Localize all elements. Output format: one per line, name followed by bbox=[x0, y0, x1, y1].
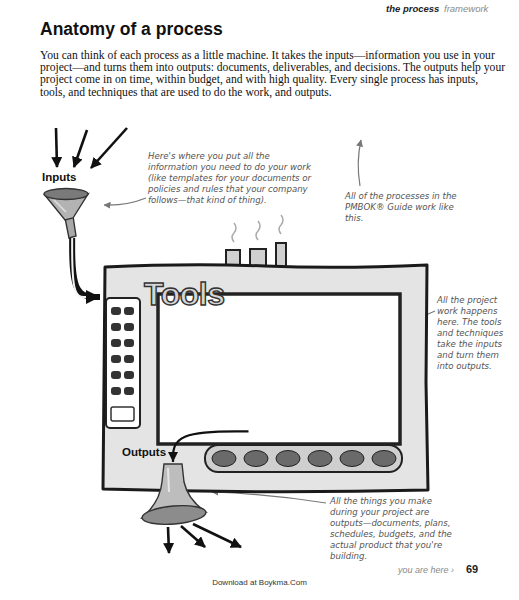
conveyor-belt bbox=[205, 445, 402, 472]
steam-wisp bbox=[279, 215, 283, 234]
pipe-highlight bbox=[72, 238, 86, 297]
funnel-rim bbox=[44, 189, 88, 200]
input-arrow bbox=[74, 130, 87, 167]
input-funnel: Inputs bbox=[42, 188, 94, 238]
handwritten-note: All the project work happens here. The t… bbox=[437, 295, 515, 372]
edge-group bbox=[173, 431, 249, 462]
input-arrows bbox=[56, 128, 127, 168]
output-flow-line bbox=[173, 431, 249, 462]
panel-button bbox=[124, 371, 134, 379]
panel-button bbox=[111, 307, 121, 315]
download-note: Download at Boykma.Com bbox=[0, 578, 519, 587]
output-arrows bbox=[168, 524, 241, 553]
leader-line bbox=[212, 492, 326, 503]
input-funnel-outline bbox=[42, 188, 94, 238]
tools-lettering: Tools bbox=[144, 276, 224, 313]
chimney bbox=[276, 243, 286, 268]
panel-button bbox=[124, 387, 134, 395]
output-funnel-outline bbox=[128, 462, 218, 530]
panel-button bbox=[124, 323, 134, 331]
panel-button bbox=[111, 387, 121, 395]
conveyor-roller bbox=[276, 451, 300, 467]
funnel-highlight bbox=[168, 468, 169, 492]
running-head: framework bbox=[444, 3, 488, 14]
footer-text: you are here › bbox=[398, 565, 454, 575]
work-screen bbox=[158, 294, 400, 444]
conveyor-roller bbox=[212, 451, 236, 467]
steam-wisp bbox=[256, 221, 260, 240]
panel-button bbox=[124, 307, 134, 315]
input-pipe bbox=[72, 238, 100, 297]
machine-body bbox=[103, 265, 428, 492]
panel-button bbox=[111, 339, 121, 347]
process-machine: Tools bbox=[100, 262, 430, 494]
output-funnel: Outputs bbox=[128, 462, 218, 530]
conveyor-roller bbox=[244, 451, 268, 467]
handwritten-note: Here's where you put all the information… bbox=[148, 151, 316, 206]
handwritten-note: All the things you make during your proj… bbox=[330, 496, 458, 562]
panel-button bbox=[111, 323, 121, 331]
panel-button bbox=[124, 355, 134, 363]
output-arrow bbox=[193, 524, 241, 547]
panel-button bbox=[111, 371, 121, 379]
edge-group bbox=[72, 238, 100, 297]
input-arrow bbox=[56, 128, 57, 167]
page-title: Anatomy of a process bbox=[40, 19, 223, 40]
output-label: Outputs bbox=[122, 446, 166, 458]
running-head: the process bbox=[386, 3, 439, 14]
leader-line bbox=[104, 198, 146, 205]
funnel-highlight bbox=[54, 200, 66, 212]
handwritten-note: All of the processes in the PMBOK® Guide… bbox=[345, 191, 463, 224]
body-paragraph: You can think of each process as a littl… bbox=[40, 50, 506, 99]
conveyor-roller bbox=[340, 451, 364, 467]
funnel-mouth bbox=[141, 503, 206, 527]
leader-line bbox=[358, 140, 361, 186]
input-arrow bbox=[91, 128, 127, 168]
panel-button bbox=[111, 355, 121, 363]
input-label: Inputs bbox=[42, 171, 77, 183]
conveyor-roller bbox=[372, 451, 396, 467]
panel-button bbox=[124, 339, 134, 347]
conveyor-roller bbox=[308, 451, 332, 467]
control-panel bbox=[106, 298, 140, 428]
panel-slot bbox=[111, 407, 134, 421]
output-arrow bbox=[168, 527, 169, 553]
page-number: 69 bbox=[466, 563, 478, 575]
steam-wisp bbox=[232, 223, 236, 242]
